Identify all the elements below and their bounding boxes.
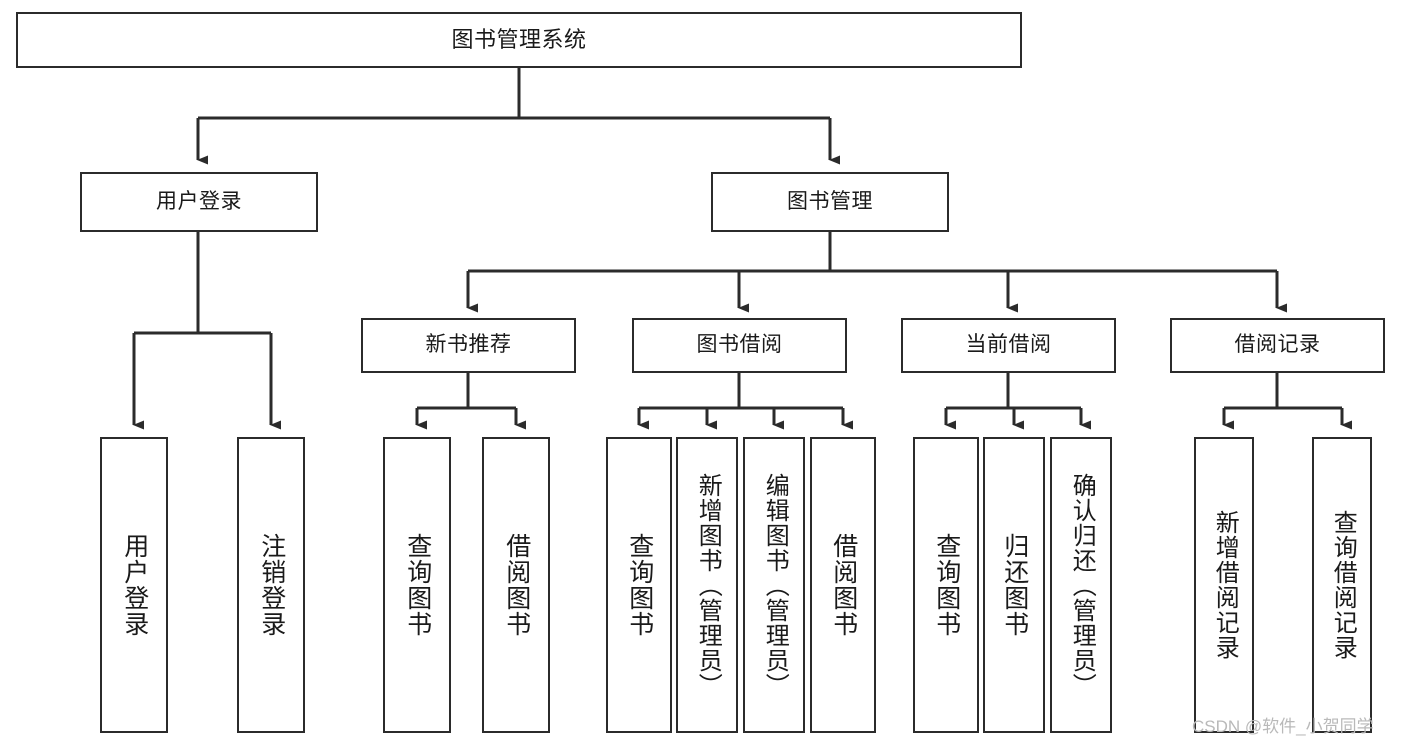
node-leaf-user-login[interactable]: 用户登录	[100, 437, 168, 733]
node-label: 查询图书	[403, 533, 432, 637]
node-user-login[interactable]: 用户登录	[80, 172, 318, 232]
node-leaf-edit-book[interactable]: 编辑图书（管理员）	[743, 437, 805, 733]
node-label: 确认归还（管理员）	[1068, 472, 1096, 698]
node-label: 查询图书	[932, 533, 961, 637]
node-leaf-add-record[interactable]: 新增借阅记录	[1194, 437, 1254, 733]
node-label: 新增图书（管理员）	[694, 472, 722, 698]
node-leaf-query-book-3[interactable]: 查询图书	[913, 437, 979, 733]
node-label: 图书借阅	[696, 333, 783, 357]
node-label: 新书推荐	[425, 333, 512, 357]
node-leaf-add-book[interactable]: 新增图书（管理员）	[676, 437, 738, 733]
node-label: 查询图书	[625, 533, 654, 637]
node-leaf-query-record[interactable]: 查询借阅记录	[1312, 437, 1372, 733]
node-label: 用户登录	[120, 533, 149, 637]
node-label: 编辑图书（管理员）	[761, 472, 789, 698]
node-leaf-query-book-2[interactable]: 查询图书	[606, 437, 672, 733]
node-label: 用户登录	[156, 189, 242, 213]
node-leaf-user-logout[interactable]: 注销登录	[237, 437, 305, 733]
node-current-borrow[interactable]: 当前借阅	[901, 318, 1116, 373]
node-book-manage[interactable]: 图书管理	[711, 172, 949, 232]
node-new-book-recommend[interactable]: 新书推荐	[361, 318, 576, 373]
node-label: 借阅图书	[829, 533, 858, 637]
node-label: 借阅记录	[1234, 333, 1321, 357]
node-label: 图书管理系统	[451, 27, 587, 53]
node-label: 查询借阅记录	[1329, 510, 1357, 660]
csdn-watermark: CSDN @软件_小贺同学	[1192, 717, 1374, 736]
node-label: 注销登录	[257, 533, 286, 637]
node-borrow-record[interactable]: 借阅记录	[1170, 318, 1385, 373]
node-leaf-confirm-return[interactable]: 确认归还（管理员）	[1050, 437, 1112, 733]
node-label: 新增借阅记录	[1211, 510, 1239, 660]
node-book-borrow[interactable]: 图书借阅	[632, 318, 847, 373]
node-label: 归还图书	[1000, 533, 1029, 637]
node-label: 图书管理	[787, 189, 873, 213]
node-leaf-borrow-book-2[interactable]: 借阅图书	[810, 437, 876, 733]
node-label: 当前借阅	[965, 333, 1052, 357]
node-label: 借阅图书	[502, 533, 531, 637]
node-leaf-query-book-1[interactable]: 查询图书	[383, 437, 451, 733]
node-leaf-borrow-book-1[interactable]: 借阅图书	[482, 437, 550, 733]
node-root-system[interactable]: 图书管理系统	[16, 12, 1022, 68]
node-leaf-return-book[interactable]: 归还图书	[983, 437, 1045, 733]
